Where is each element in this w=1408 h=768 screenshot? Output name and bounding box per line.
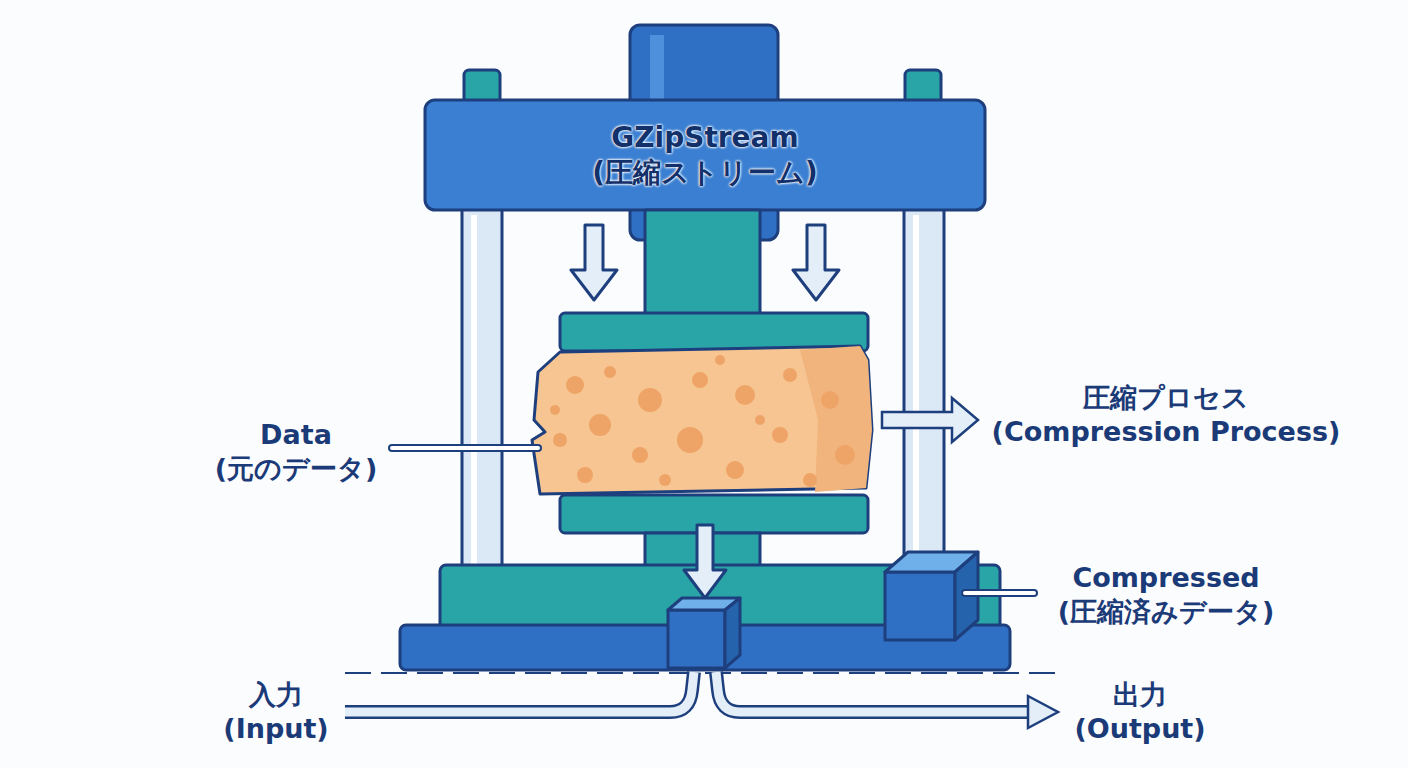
leader-lines <box>392 398 1034 593</box>
beam-node: GZipStream (圧縮ストリーム) <box>425 100 985 210</box>
callout-label: 出力 (Output) <box>1074 678 1205 746</box>
down-arrow <box>684 525 726 598</box>
callout-label: Data (元のデータ) <box>215 418 378 486</box>
top-beam <box>425 100 985 210</box>
node-title: GZipStream (圧縮ストリーム) <box>592 120 818 190</box>
callout-label: Compressed (圧縮済みデータ) <box>1058 561 1275 629</box>
floor-line <box>345 672 1058 674</box>
down-arrow <box>571 225 617 300</box>
callout-label: 圧縮プロセス (Compression Process) <box>992 381 1341 449</box>
sponge-data <box>532 346 872 494</box>
pillar <box>462 200 502 580</box>
down-arrow <box>793 225 839 300</box>
compressed-cube <box>668 598 740 668</box>
piston-rod <box>645 210 760 315</box>
callout-label: 入力 (Input) <box>223 678 328 746</box>
flow-arrows <box>345 672 1058 728</box>
pillar <box>904 200 944 580</box>
